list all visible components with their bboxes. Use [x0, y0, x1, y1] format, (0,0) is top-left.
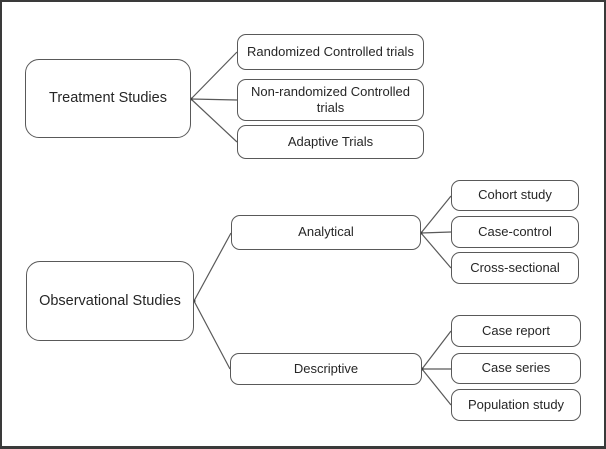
node-population-study-label: Population study: [467, 396, 565, 412]
node-randomized-controlled-trials-label: Randomized Controlled trials: [247, 43, 414, 59]
node-adaptive-trials: Adaptive Trials: [237, 125, 424, 159]
node-observational-studies: Observational Studies: [26, 261, 194, 341]
node-case-control: Case-control: [451, 216, 579, 248]
node-treatment-studies-label: Treatment Studies: [49, 90, 167, 107]
node-case-series-label: Case series: [481, 360, 551, 376]
node-population-study: Population study: [451, 389, 581, 421]
connector-line: [190, 98, 238, 101]
node-case-series: Case series: [451, 353, 581, 384]
node-non-randomized-controlled-trials: Non-randomized Controlled trials: [237, 79, 424, 121]
node-cross-sectional: Cross-sectional: [451, 252, 579, 284]
connector-line: [420, 232, 452, 269]
connector-line: [193, 300, 231, 370]
connector-line: [193, 232, 232, 302]
node-adaptive-trials-label: Adaptive Trials: [287, 133, 374, 149]
node-cross-sectional-label: Cross-sectional: [470, 259, 560, 275]
connector-line: [420, 231, 452, 234]
connector-line: [421, 368, 452, 406]
connector-line: [421, 330, 452, 370]
connector-line: [190, 51, 238, 100]
node-analytical: Analytical: [231, 215, 421, 250]
node-case-report-label: Case report: [482, 322, 550, 338]
node-cohort-study: Cohort study: [451, 180, 579, 211]
node-treatment-studies: Treatment Studies: [25, 59, 191, 138]
node-randomized-controlled-trials: Randomized Controlled trials: [237, 34, 424, 70]
node-analytical-label: Analytical: [298, 224, 354, 240]
connector-line: [190, 98, 238, 143]
node-descriptive: Descriptive: [230, 353, 422, 385]
node-case-report: Case report: [451, 315, 581, 347]
node-case-control-label: Case-control: [478, 223, 552, 239]
connector-line: [420, 195, 452, 234]
node-non-randomized-controlled-trials-label: Non-randomized Controlled trials: [251, 83, 410, 115]
node-descriptive-label: Descriptive: [293, 360, 359, 376]
node-observational-studies-label: Observational Studies: [39, 292, 181, 309]
node-cohort-study-label: Cohort study: [478, 187, 552, 203]
